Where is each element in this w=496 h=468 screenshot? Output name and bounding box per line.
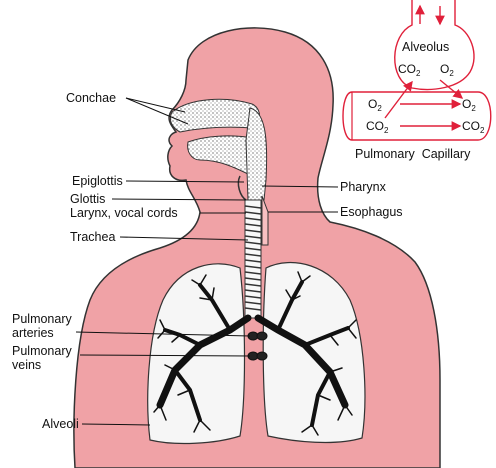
- label-pulmonary-capillary: Pulmonary Capillary: [355, 147, 470, 161]
- label-esophagus: Esophagus: [340, 205, 403, 219]
- o2-text: O: [440, 62, 449, 76]
- label-pulmonary-arteries: Pulmonary arteries: [12, 312, 72, 340]
- label-alveoli: Alveoli: [42, 417, 79, 431]
- alveolus-o2-label: O2: [440, 62, 454, 78]
- trachea: [245, 200, 261, 318]
- label-epiglottis: Epiglottis: [72, 174, 123, 188]
- co2-text: CO: [398, 62, 416, 76]
- o2-text: O: [368, 97, 377, 111]
- label-conchae: Conchae: [66, 91, 116, 105]
- o2-text: O: [462, 97, 471, 111]
- label-glottis: Glottis: [70, 192, 105, 206]
- co2-text: CO: [366, 119, 384, 133]
- label-trachea: Trachea: [70, 230, 115, 244]
- capillary-o2-right-label: O2: [462, 97, 476, 113]
- label-alveolus: Alveolus: [402, 40, 449, 54]
- capillary-o2-left-label: O2: [368, 97, 382, 113]
- co2-text: CO: [462, 119, 480, 133]
- capillary-co2-right-label: CO2: [462, 119, 484, 135]
- label-pulmonary-veins: Pulmonary veins: [12, 344, 72, 372]
- o2-subscript: 2: [449, 69, 453, 78]
- label-pharynx: Pharynx: [340, 180, 386, 194]
- o2-subscript: 2: [377, 104, 381, 113]
- co2-subscript: 2: [384, 126, 388, 135]
- capillary-co2-left-label: CO2: [366, 119, 388, 135]
- label-larynx: Larynx, vocal cords: [70, 206, 178, 220]
- o2-subscript: 2: [471, 104, 475, 113]
- co2-subscript: 2: [480, 126, 484, 135]
- alveolus-co2-label: CO2: [398, 62, 420, 78]
- co2-subscript: 2: [416, 69, 420, 78]
